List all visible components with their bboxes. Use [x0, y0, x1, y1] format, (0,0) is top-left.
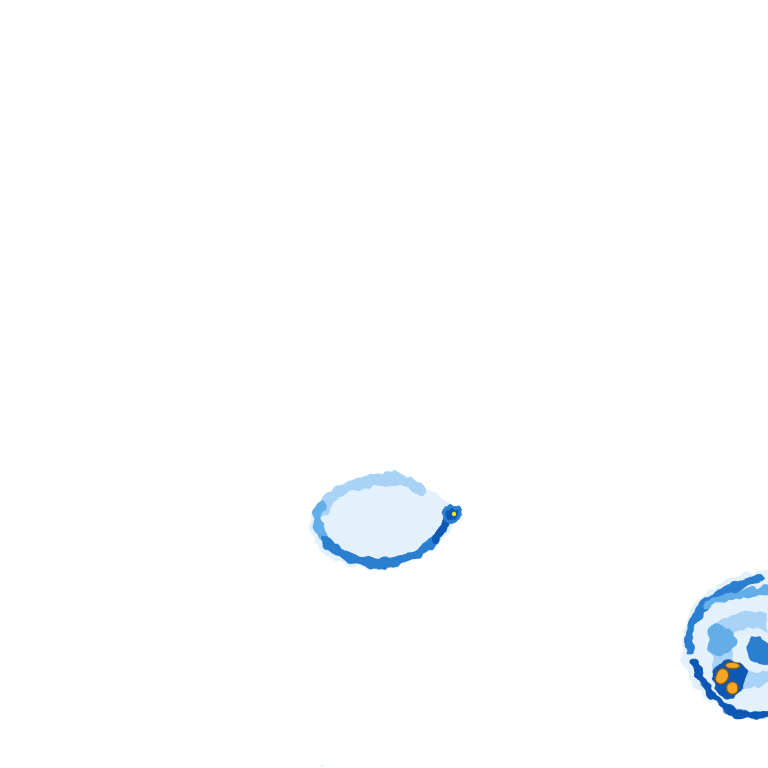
cluster-left-band [692, 660, 768, 721]
ring-bottom-arc [321, 535, 441, 569]
ring-top-arc [314, 473, 426, 518]
cluster-top-band [704, 586, 768, 608]
faint-speck [320, 764, 324, 768]
cluster-rim [684, 573, 765, 655]
central-ring-echo [310, 472, 456, 569]
corner-cluster-echo [682, 570, 768, 721]
ring-inner-patch [350, 506, 397, 538]
cluster-hot-core [714, 661, 741, 695]
cluster-medium-blob [706, 625, 736, 656]
cluster-right-strong [748, 638, 768, 666]
ring-hotspot-dot [451, 511, 457, 517]
